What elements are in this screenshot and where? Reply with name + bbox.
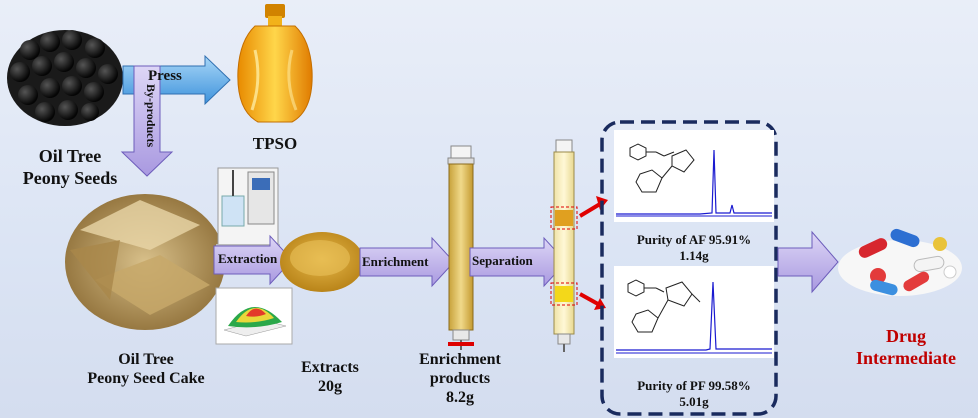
pf-spectrum-line — [616, 281, 772, 351]
oil-bottle-image — [237, 4, 313, 123]
pills-image — [838, 228, 962, 296]
extracts-powder-image — [280, 232, 364, 292]
separation-label: Separation — [472, 253, 533, 268]
byproducts-label: By-products — [144, 84, 158, 148]
surface-plot-image — [215, 287, 293, 345]
pf-purity-label: Purity of PF 99.58%5.01g — [637, 378, 751, 409]
press-label: Press — [148, 68, 182, 84]
tpso-label: TPSO — [252, 134, 298, 153]
enrichment-arrow — [359, 236, 455, 288]
seed-cake-image — [65, 194, 225, 330]
af-spectrum-line — [616, 149, 772, 215]
results-dashed-box — [600, 120, 778, 416]
separation-column-image — [550, 139, 578, 352]
af-purity-label: Purity of AF 95.91%1.14g — [636, 232, 752, 263]
drug-arrow — [777, 230, 839, 294]
enrichment-arrow-label: Enrichment — [362, 254, 429, 269]
pf-structure — [627, 279, 701, 333]
af-chromatogram — [614, 130, 774, 222]
af-structure — [629, 143, 695, 193]
seeds-image — [7, 30, 123, 126]
pf-chromatogram — [614, 266, 774, 358]
extraction-arrow — [213, 234, 293, 286]
extraction-label: Extraction — [218, 251, 278, 266]
red-arrow-af — [578, 196, 608, 218]
byproducts-arrow — [120, 65, 174, 177]
enrichment-column-image — [447, 145, 475, 350]
